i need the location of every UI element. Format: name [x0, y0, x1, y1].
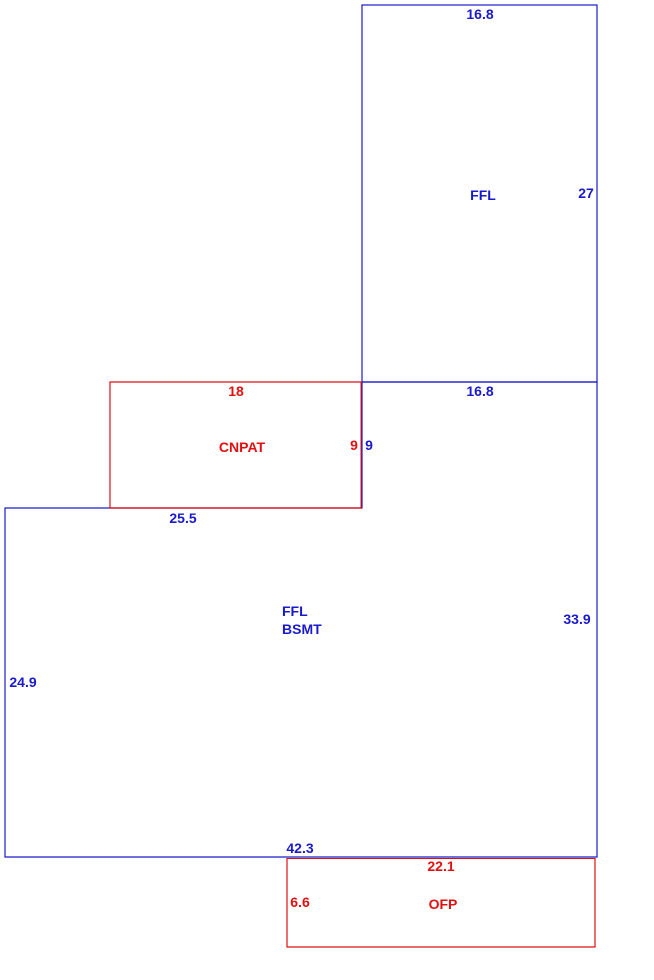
- cnpat-area: 18 9 CNPAT: [109, 381, 362, 509]
- main-ffl-bsmt-area: 16.8 9 25.5 FFL BSMT 33.9 24.9 42.3: [4, 381, 598, 858]
- cnpat-outline: [109, 381, 362, 509]
- main-left-dimension: 24.9: [9, 674, 36, 690]
- ffl-upper-label: FFL: [470, 187, 496, 203]
- main-top-left-dimension: 25.5: [169, 510, 196, 526]
- ffl-upper-top-dimension: 16.8: [466, 6, 493, 22]
- main-label-line2: BSMT: [282, 621, 322, 637]
- ffl-upper-right-dimension: 27: [578, 185, 594, 201]
- ofp-label: OFP: [429, 896, 458, 912]
- ofp-top-dimension: 22.1: [427, 858, 454, 874]
- main-bottom-dimension: 42.3: [286, 840, 313, 856]
- ofp-left-dimension: 6.6: [290, 894, 310, 910]
- cnpat-top-dimension: 18: [228, 383, 244, 399]
- cnpat-label: CNPAT: [219, 439, 266, 455]
- main-area-outline: [4, 381, 598, 858]
- ofp-area: 22.1 6.6 OFP: [286, 858, 596, 948]
- main-label-line1: FFL: [282, 603, 308, 619]
- main-left-segment-dimension: 9: [365, 437, 373, 453]
- main-right-dimension: 33.9: [563, 611, 590, 627]
- main-top-right-dimension: 16.8: [466, 383, 493, 399]
- ofp-outline: [286, 858, 596, 948]
- cnpat-right-dimension: 9: [350, 437, 358, 453]
- ffl-upper-area: 16.8 27 FFL: [361, 4, 598, 383]
